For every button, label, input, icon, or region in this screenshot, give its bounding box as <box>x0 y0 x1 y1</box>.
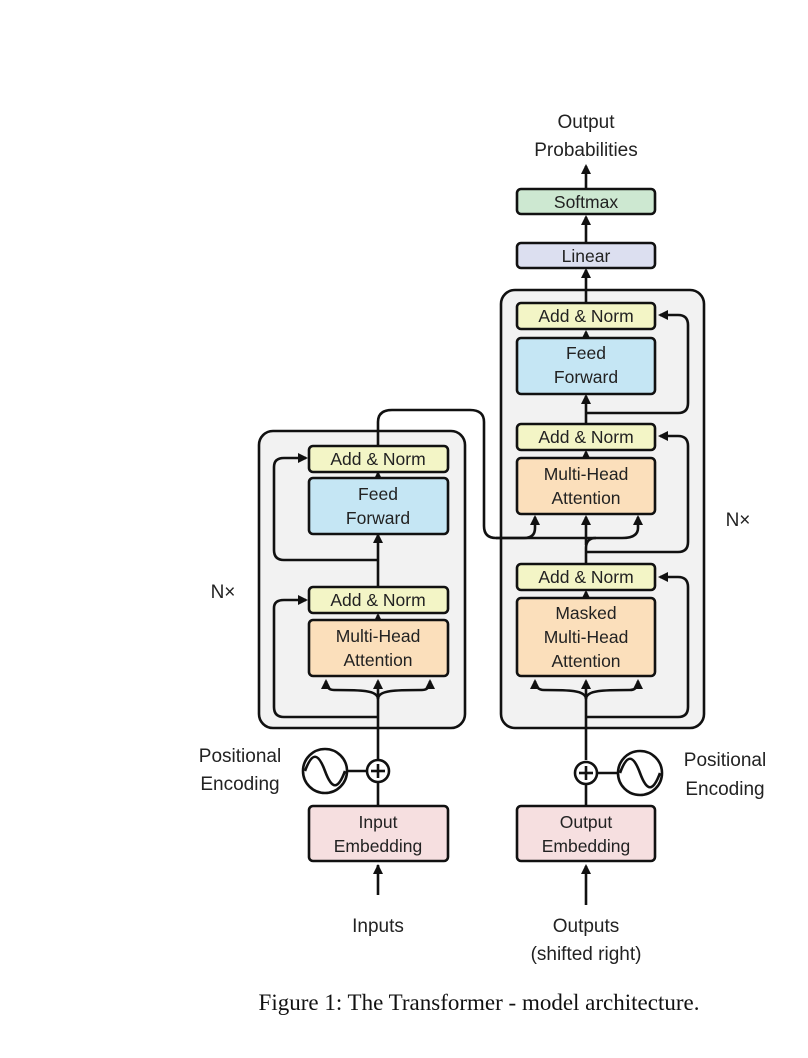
encoder-attention-line1: Multi-Head <box>336 626 421 646</box>
figure-caption: Figure 1: The Transformer - model archit… <box>258 990 700 1015</box>
input-embedding-box <box>307 804 450 863</box>
softmax-box <box>515 187 657 216</box>
encoder-connections <box>272 408 643 895</box>
decoder-add-norm-middle-label: Add & Norm <box>538 427 633 447</box>
encoder-repeat-label: N× <box>211 582 236 603</box>
encoder-positional-encoding-line2: Encoding <box>200 774 279 795</box>
decoder-connections <box>530 164 690 905</box>
encoder-feed-forward-box <box>307 476 450 536</box>
decoder-add-symbol <box>573 760 599 786</box>
decoder-masked-attention-line2: Multi-Head <box>544 627 629 647</box>
output-embedding-box <box>515 804 657 863</box>
decoder-add-norm-middle-box <box>515 422 657 452</box>
decoder-feed-forward-box <box>515 336 657 396</box>
encoder-add-symbol <box>365 758 391 784</box>
encoder-feed-forward-line1: Feed <box>358 484 398 504</box>
outputs-label-line1: Outputs <box>553 916 620 937</box>
linear-box <box>515 241 657 270</box>
decoder-positional-encoding-line1: Positional <box>684 750 766 771</box>
output-probabilities-line1: Output <box>557 112 615 133</box>
decoder-positional-encoding-line2: Encoding <box>685 779 764 800</box>
output-embedding-line1: Output <box>560 812 613 832</box>
encoder-positional-encoding-line1: Positional <box>199 746 281 767</box>
decoder-cross-attention-line1: Multi-Head <box>544 464 629 484</box>
inputs-label: Inputs <box>352 916 404 937</box>
decoder-positional-encoding-symbol <box>597 749 664 797</box>
encoder-attention-line2: Attention <box>343 650 412 670</box>
outputs-label-line2: (shifted right) <box>531 944 642 965</box>
input-embedding-line2: Embedding <box>334 836 423 856</box>
encoder-add-norm-top-box <box>307 444 450 474</box>
decoder-masked-attention-line3: Attention <box>551 651 620 671</box>
decoder-feed-forward-line2: Forward <box>554 367 618 387</box>
output-probabilities-line2: Probabilities <box>534 140 638 161</box>
decoder-add-norm-bottom-box <box>515 562 657 592</box>
decoder-add-norm-top-label: Add & Norm <box>538 306 633 326</box>
output-embedding-line2: Embedding <box>542 836 631 856</box>
encoder-add-norm-bottom-box <box>307 585 450 615</box>
decoder-repeat-label: N× <box>726 510 751 531</box>
decoder-masked-attention-box <box>515 596 657 678</box>
encoder-positional-encoding-symbol <box>301 747 367 795</box>
encoder-add-norm-top-label: Add & Norm <box>330 449 425 469</box>
decoder-feed-forward-line1: Feed <box>566 343 606 363</box>
decoder-add-norm-bottom-label: Add & Norm <box>538 567 633 587</box>
linear-label: Linear <box>562 246 611 266</box>
decoder-cross-attention-line2: Attention <box>551 488 620 508</box>
encoder-add-norm-bottom-label: Add & Norm <box>330 590 425 610</box>
input-embedding-line1: Input <box>359 812 398 832</box>
encoder-feed-forward-line2: Forward <box>346 508 410 528</box>
decoder-masked-attention-line1: Masked <box>555 603 616 623</box>
encoder-stack <box>257 429 467 730</box>
decoder-cross-attention-box <box>515 456 657 516</box>
decoder-add-norm-top-box <box>515 301 657 331</box>
encoder-attention-box <box>307 618 450 678</box>
softmax-label: Softmax <box>554 192 618 212</box>
